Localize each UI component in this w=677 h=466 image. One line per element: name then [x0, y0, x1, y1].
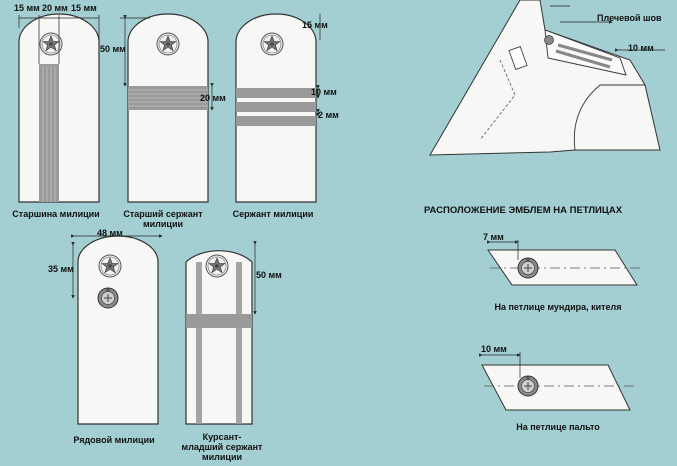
collar-tab-coat [479, 352, 634, 411]
dim-serzhant-band: 10 мм [311, 87, 337, 97]
dim-starshiy-band: 20 мм [200, 93, 226, 103]
caption-kursant-3: милиции [201, 452, 243, 462]
dim-starshina-right: 15 мм [71, 3, 97, 13]
caption-tab-coat: На петлице пальто [516, 422, 600, 432]
board-starshiy-serzhant [120, 13, 214, 203]
board-serzhant [235, 13, 321, 203]
shoulder-seam-label: Плечевой шов [597, 13, 662, 23]
collar-tab-tunic [487, 240, 640, 286]
dim-tab-tunic: 7 мм [483, 232, 504, 242]
caption-ryadovoy: Рядовой милиции [73, 435, 155, 445]
dim-starshina-left: 15 мм [14, 3, 40, 13]
board-starshina [18, 13, 100, 203]
dim-kursant-top: 50 мм [256, 270, 282, 280]
caption-tab-tunic: На петлице мундира, кителя [494, 302, 622, 312]
caption-starshina: Старшина милиции [12, 209, 100, 219]
dim-serzhant-top: 15 мм [302, 20, 328, 30]
dim-shoulder: 10 мм [628, 43, 654, 53]
caption-serzhant: Сержант милиции [232, 209, 314, 219]
caption-kursant-2: младший сержант [181, 442, 263, 452]
caption-starshiy-1: Старший сержант [123, 209, 203, 219]
caption-kursant-1: Курсант- [202, 432, 242, 442]
shoulder-sketch [429, 0, 665, 156]
dim-serzhant-gap: 2 мм [318, 110, 339, 120]
dim-starshina-center: 20 мм [42, 3, 68, 13]
dim-tab-coat: 10 мм [481, 344, 507, 354]
dim-ryadovoy-height: 35 мм [48, 264, 74, 274]
board-kursant [185, 241, 257, 425]
dim-ryadovoy-width: 48 мм [97, 228, 123, 238]
dim-starshiy-top: 50 мм [100, 44, 126, 54]
board-ryadovoy [71, 234, 163, 425]
emblems-heading: РАСПОЛОЖЕНИЕ ЭМБЛЕМ НА ПЕТЛИЦАХ [424, 205, 623, 216]
caption-starshiy-2: милиции [142, 219, 184, 229]
